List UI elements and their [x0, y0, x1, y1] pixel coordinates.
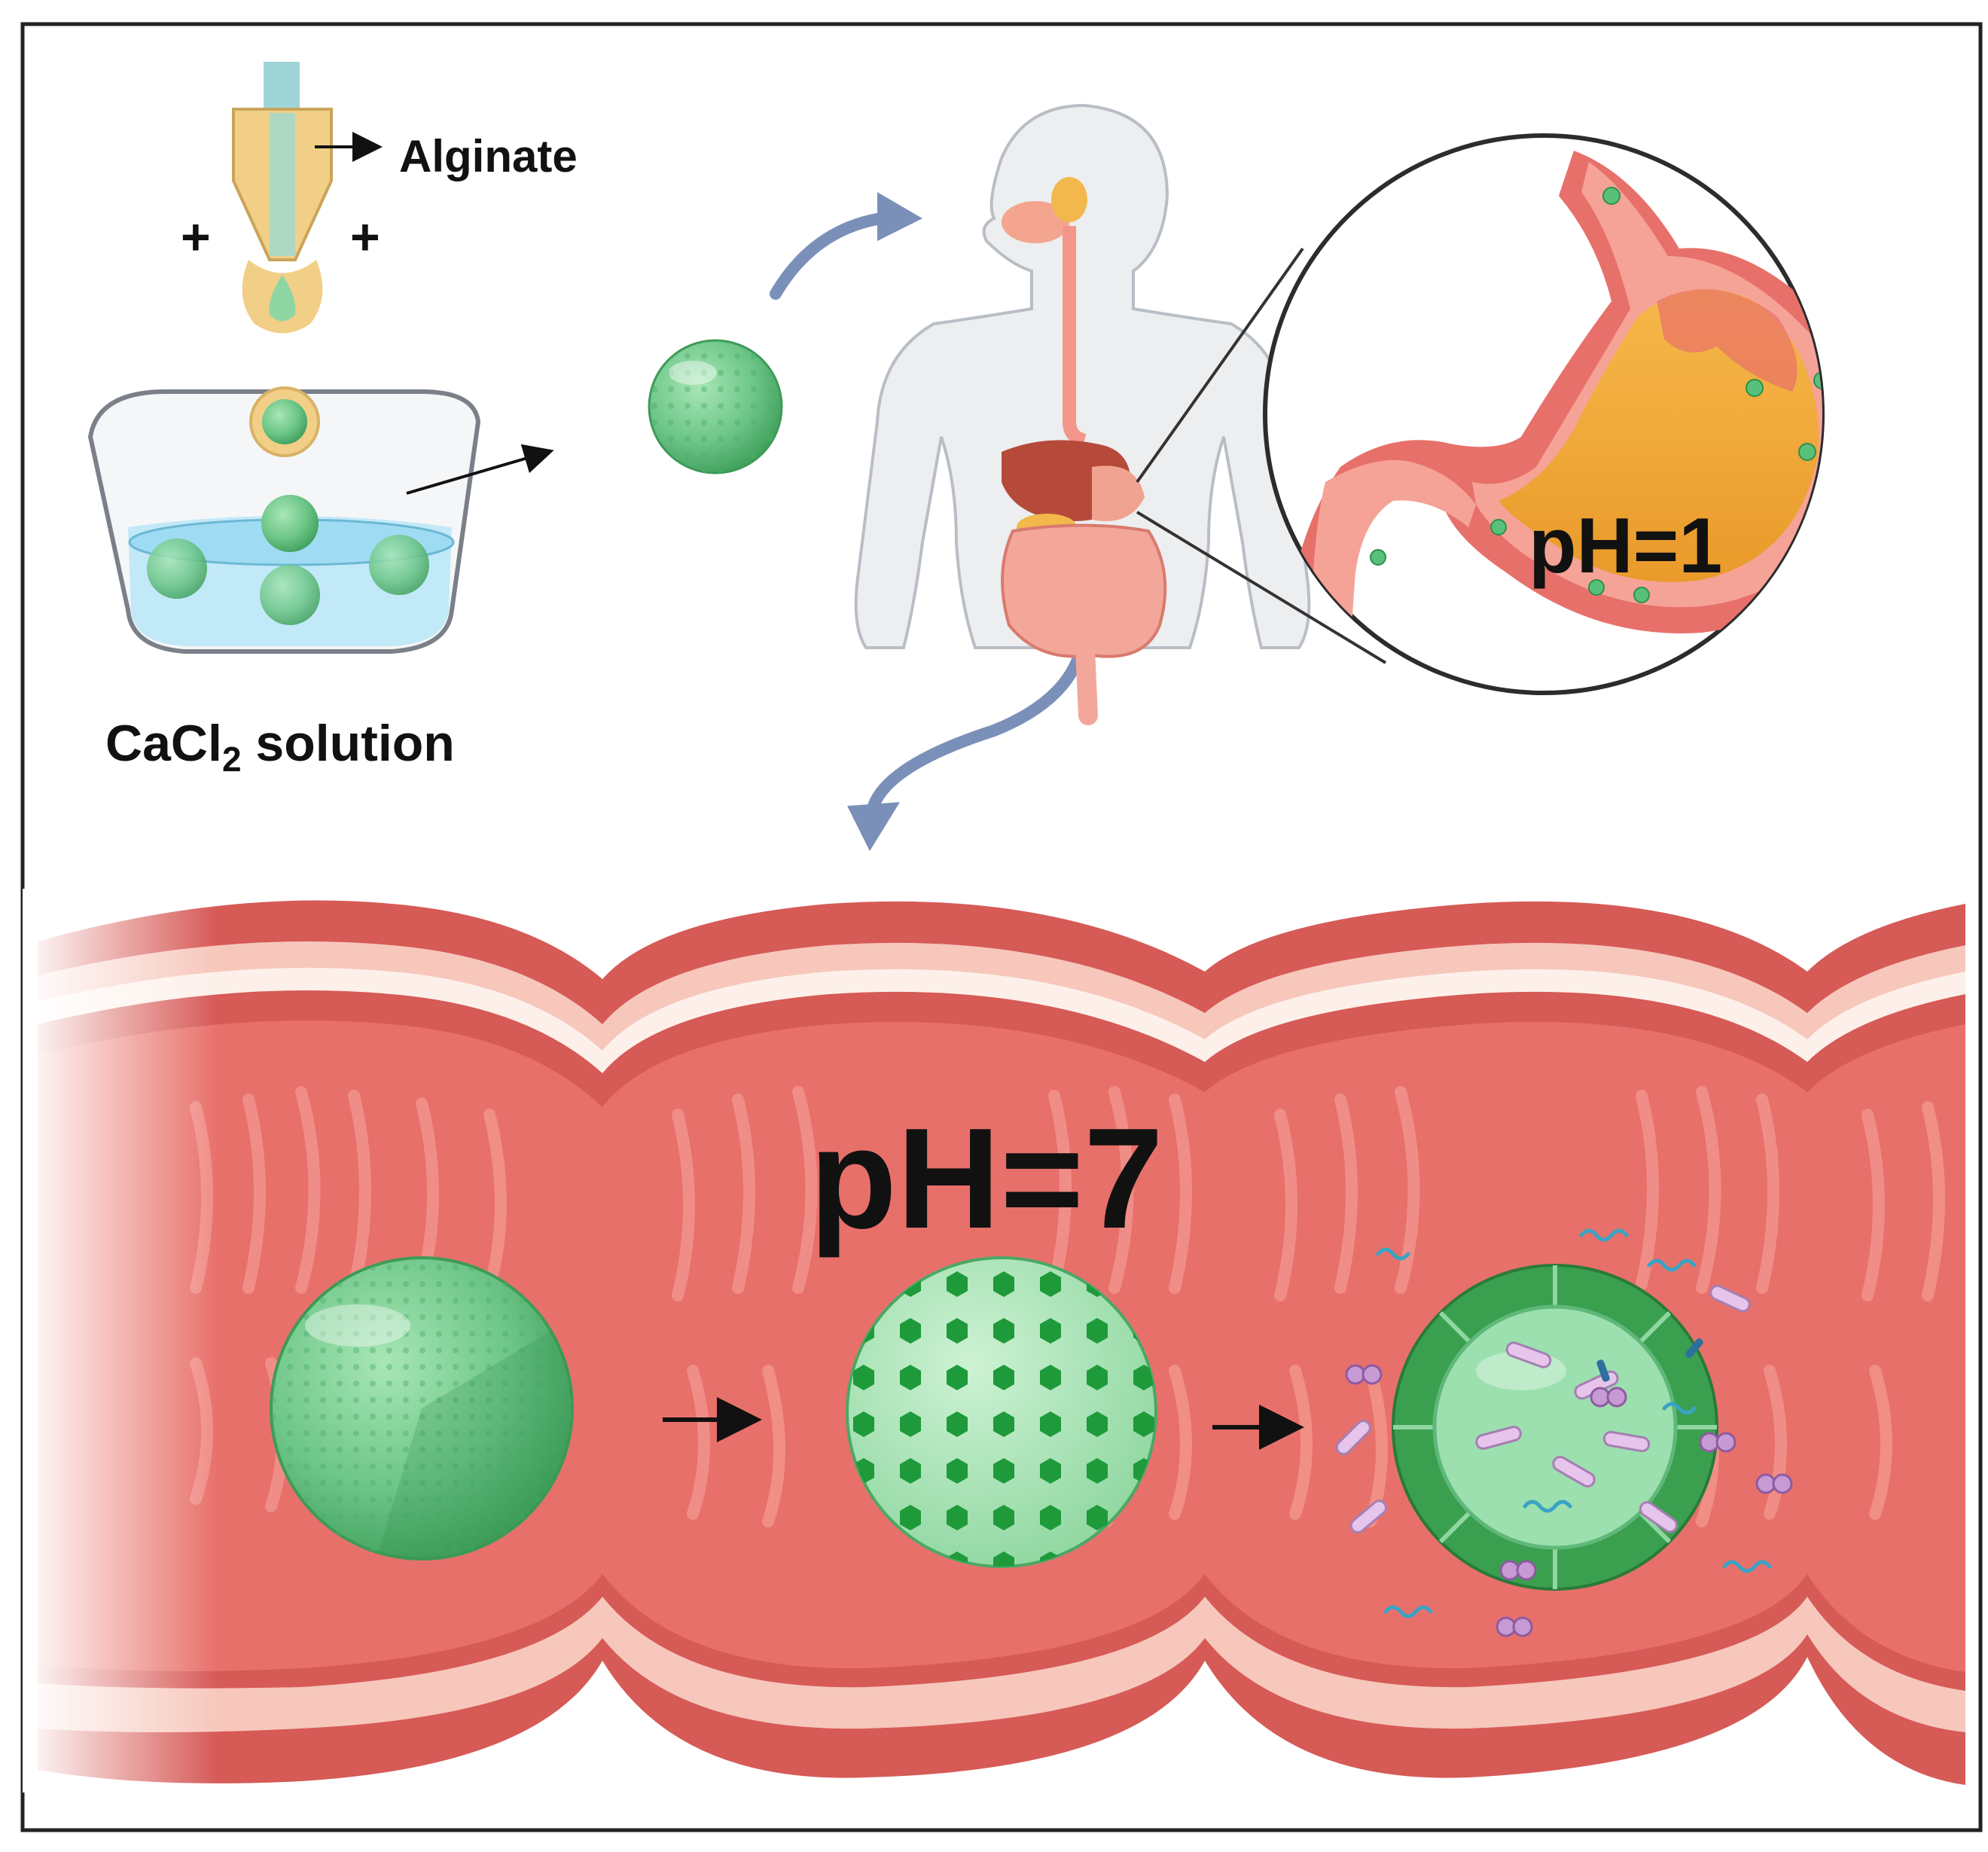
stomach-zoom: pH=1 [1263, 133, 1825, 695]
alginate-bead-intact [270, 1256, 574, 1561]
human-body-icon [854, 103, 1311, 725]
zoom-line-bottom [1136, 511, 1387, 664]
stomach-beads [1370, 187, 1822, 603]
cacl2-label: CaCl2 solution [105, 715, 455, 779]
syringe-nozzle-icon [232, 62, 333, 334]
plus-right: + [350, 209, 380, 266]
beaker-to-bead-arrow [406, 444, 554, 495]
alginate-label: Alginate [399, 131, 578, 182]
bead-to-body-arrow [770, 212, 887, 300]
intestine-ph-label: pH=7 [810, 1099, 1163, 1259]
alginate-bead-porous [846, 1256, 1157, 1568]
plus-left: + [181, 209, 211, 266]
bacteria-icon [1335, 1228, 1793, 1637]
alginate-bead-small [648, 339, 783, 474]
zoom-line-top [1136, 247, 1304, 484]
alginate-bead-releasing [1392, 1264, 1718, 1591]
beaker-icon [87, 386, 481, 654]
stomach-ph-label: pH=1 [1529, 502, 1722, 590]
